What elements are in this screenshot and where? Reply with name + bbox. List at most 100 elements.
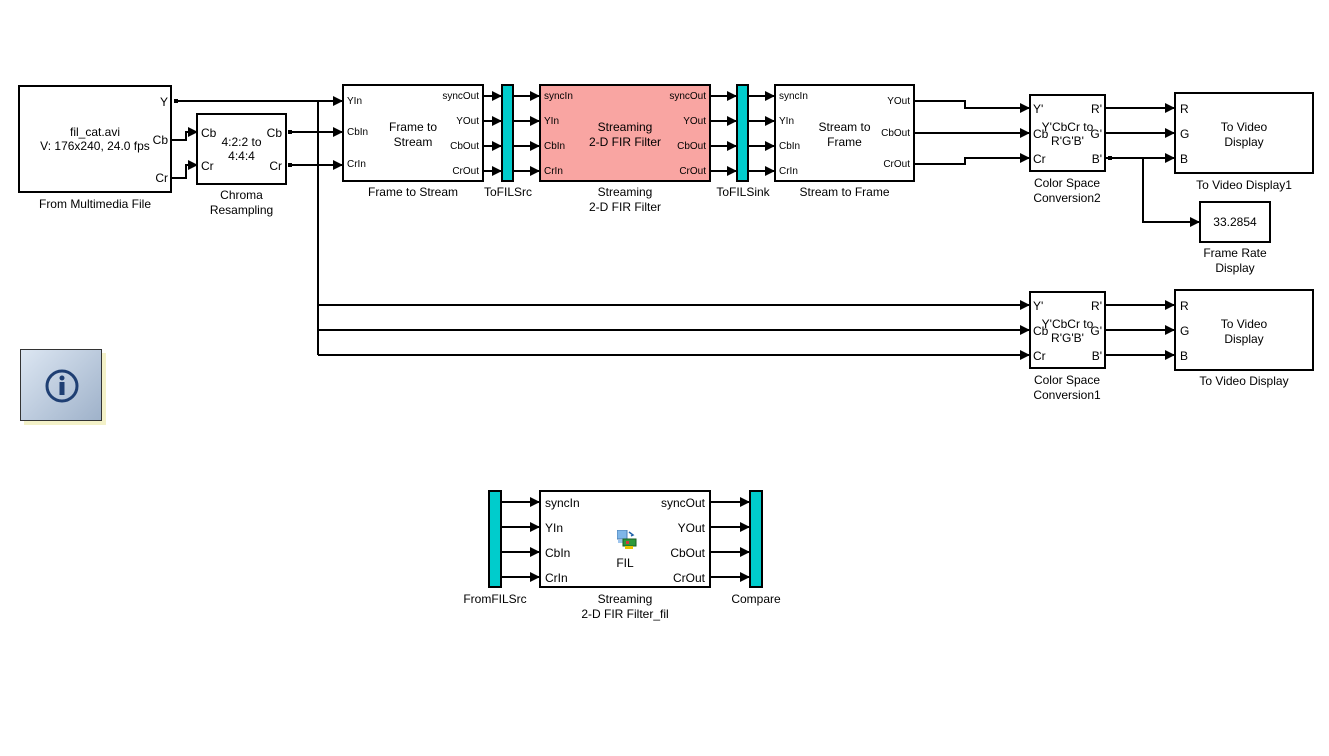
port-out-y: YOut [887,96,910,107]
compare-bus[interactable] [749,490,763,588]
csc1-line2: R'G'B' [1051,331,1084,345]
port-in-cb: Cb [1033,127,1049,141]
color-space-conversion2-block[interactable]: Y'CbCr to R'G'B' Y' Cb Cr R' G' B' [1029,94,1106,172]
port-out-cb: Cb [266,126,282,140]
port-out-y: YOut [683,116,706,127]
port-out-cr: CrOut [452,166,479,177]
from-fil-src-bus[interactable] [488,490,502,588]
port-in-cr: CrIn [779,166,798,177]
to-fil-sink-bus[interactable] [736,84,749,182]
port-out-y: YOut [456,116,479,127]
port-in-y: YIn [779,116,795,127]
chroma-caption-2: Resampling [209,203,274,217]
csc2-caption-2: Conversion2 [1033,191,1101,205]
port-out-g: G' [1090,127,1102,141]
from-fil-src-caption: FromFILSrc [463,592,527,606]
color-space-conversion1-block[interactable]: Y'CbCr to R'G'B' Y' Cb Cr R' G' B' [1029,291,1106,369]
csc2-line1: Y'CbCr to [1041,120,1094,134]
port-in-yin: YIn [347,96,363,107]
port-in-g: G [1180,324,1190,338]
fir-line1: Streaming [597,120,653,134]
fir-filter-fil-block[interactable]: FIL syncIn YIn CbIn CrIn syncOut YOut Cb… [539,490,711,588]
port-out-cb: CbOut [881,128,910,139]
to-video-display-block[interactable]: To Video Display R G B [1174,289,1314,371]
port-out-r: R' [1091,102,1102,116]
port-out-cr: Cr [269,159,282,173]
port-in-cb: CbIn [779,141,801,152]
port-in-crin: CrIn [347,159,366,170]
frame-rate-caption-1: Frame Rate [1203,246,1267,260]
frame-rate-display-block[interactable]: 33.2854 [1199,201,1271,243]
tvd1-line1: To Video [1220,120,1268,134]
info-icon [45,369,79,403]
port-out-cb: Cb [152,133,168,147]
port-in-r: R [1180,299,1189,313]
port-out-cr: CrOut [883,159,910,170]
chroma-line2: 4:4:4 [228,149,255,163]
port-out-sync: syncOut [669,91,706,102]
csc2-line2: R'G'B' [1051,134,1084,148]
port-in-sync: syncIn [779,91,808,102]
port-out-cb: CbOut [670,546,705,560]
port-out-y: YOut [677,521,705,535]
to-video-display1-block[interactable]: To Video Display R G B [1174,92,1314,174]
frame-rate-caption-2: Display [1215,261,1255,275]
chroma-line1: 4:2:2 to [221,135,262,149]
frame-rate-value: 33.2854 [1213,215,1257,229]
to-fil-sink-caption: ToFILSink [716,185,770,199]
compare-caption: Compare [731,592,781,606]
port-in-cr: Cr [1033,349,1046,363]
fil-label: FIL [616,556,634,570]
port-out-r: R' [1091,299,1102,313]
port-out-cr: Cr [155,171,168,185]
port-out-y: Y [159,95,168,109]
stream-to-frame-block[interactable]: Stream to Frame syncIn YIn CbIn CrIn YOu… [774,84,915,182]
port-out-sync: syncOut [660,496,705,510]
port-in-b: B [1180,349,1189,363]
fir-filter-caption-1: Streaming [597,185,653,199]
port-out-b: B' [1091,152,1102,166]
to-fil-src-bus[interactable] [501,84,514,182]
info-block[interactable] [20,349,102,421]
port-in-cb: Cb [201,126,217,140]
port-in-y: Y' [1033,299,1044,313]
tvd-line1: To Video [1220,317,1268,331]
port-in-b: B [1180,152,1189,166]
s2f-line1: Stream to [818,120,871,134]
port-in-cr: CrIn [544,166,563,177]
fir-filter-caption-2: 2-D FIR Filter [589,200,661,214]
frame-to-stream-block[interactable]: Frame to Stream YIn CbIn CrIn syncOut YO… [342,84,484,182]
stream-to-frame-caption: Stream to Frame [799,185,890,199]
to-video-display1-caption: To Video Display1 [1196,178,1292,192]
frame-to-stream-caption: Frame to Stream [367,185,459,199]
f2s-line1: Frame to [388,120,437,134]
port-in-sync: syncIn [545,496,580,510]
chroma-resampling-block[interactable]: 4:2:2 to 4:4:4 Cb Cr Cb Cr [196,113,287,185]
chroma-caption-1: Chroma [220,188,263,202]
port-in-y: YIn [544,116,560,127]
to-video-display-caption: To Video Display [1199,374,1289,388]
port-in-g: G [1180,127,1190,141]
fir-line2: 2-D FIR Filter [589,135,661,149]
signal-cb-raw [171,127,198,141]
csc2-caption-1: Color Space [1033,176,1101,190]
port-in-cb: Cb [1033,324,1049,338]
port-out-cb: CbOut [450,141,479,152]
port-in-cbin: CbIn [347,127,369,138]
port-in-y: YIn [545,521,564,535]
from-multimedia-file-block[interactable]: fil_cat.avi V: 176x240, 24.0 fps Y Cb Cr [18,85,172,193]
signal-cr-raw [171,160,198,179]
port-in-r: R [1180,102,1189,116]
s2f-line2: Frame [827,135,862,149]
from-multimedia-file-caption: From Multimedia File [38,197,152,211]
fir-fil-caption-1: Streaming [597,592,653,606]
to-fil-src-caption: ToFILSrc [483,185,532,199]
csc1-line1: Y'CbCr to [1041,317,1094,331]
port-out-cr: CrOut [679,166,706,177]
fir-filter-block[interactable]: Streaming 2-D FIR Filter syncIn YIn CbIn… [539,84,711,182]
port-in-cb: CbIn [544,141,566,152]
tvd1-line2: Display [1224,135,1264,149]
port-out-g: G' [1090,324,1102,338]
port-in-cr: Cr [1033,152,1046,166]
